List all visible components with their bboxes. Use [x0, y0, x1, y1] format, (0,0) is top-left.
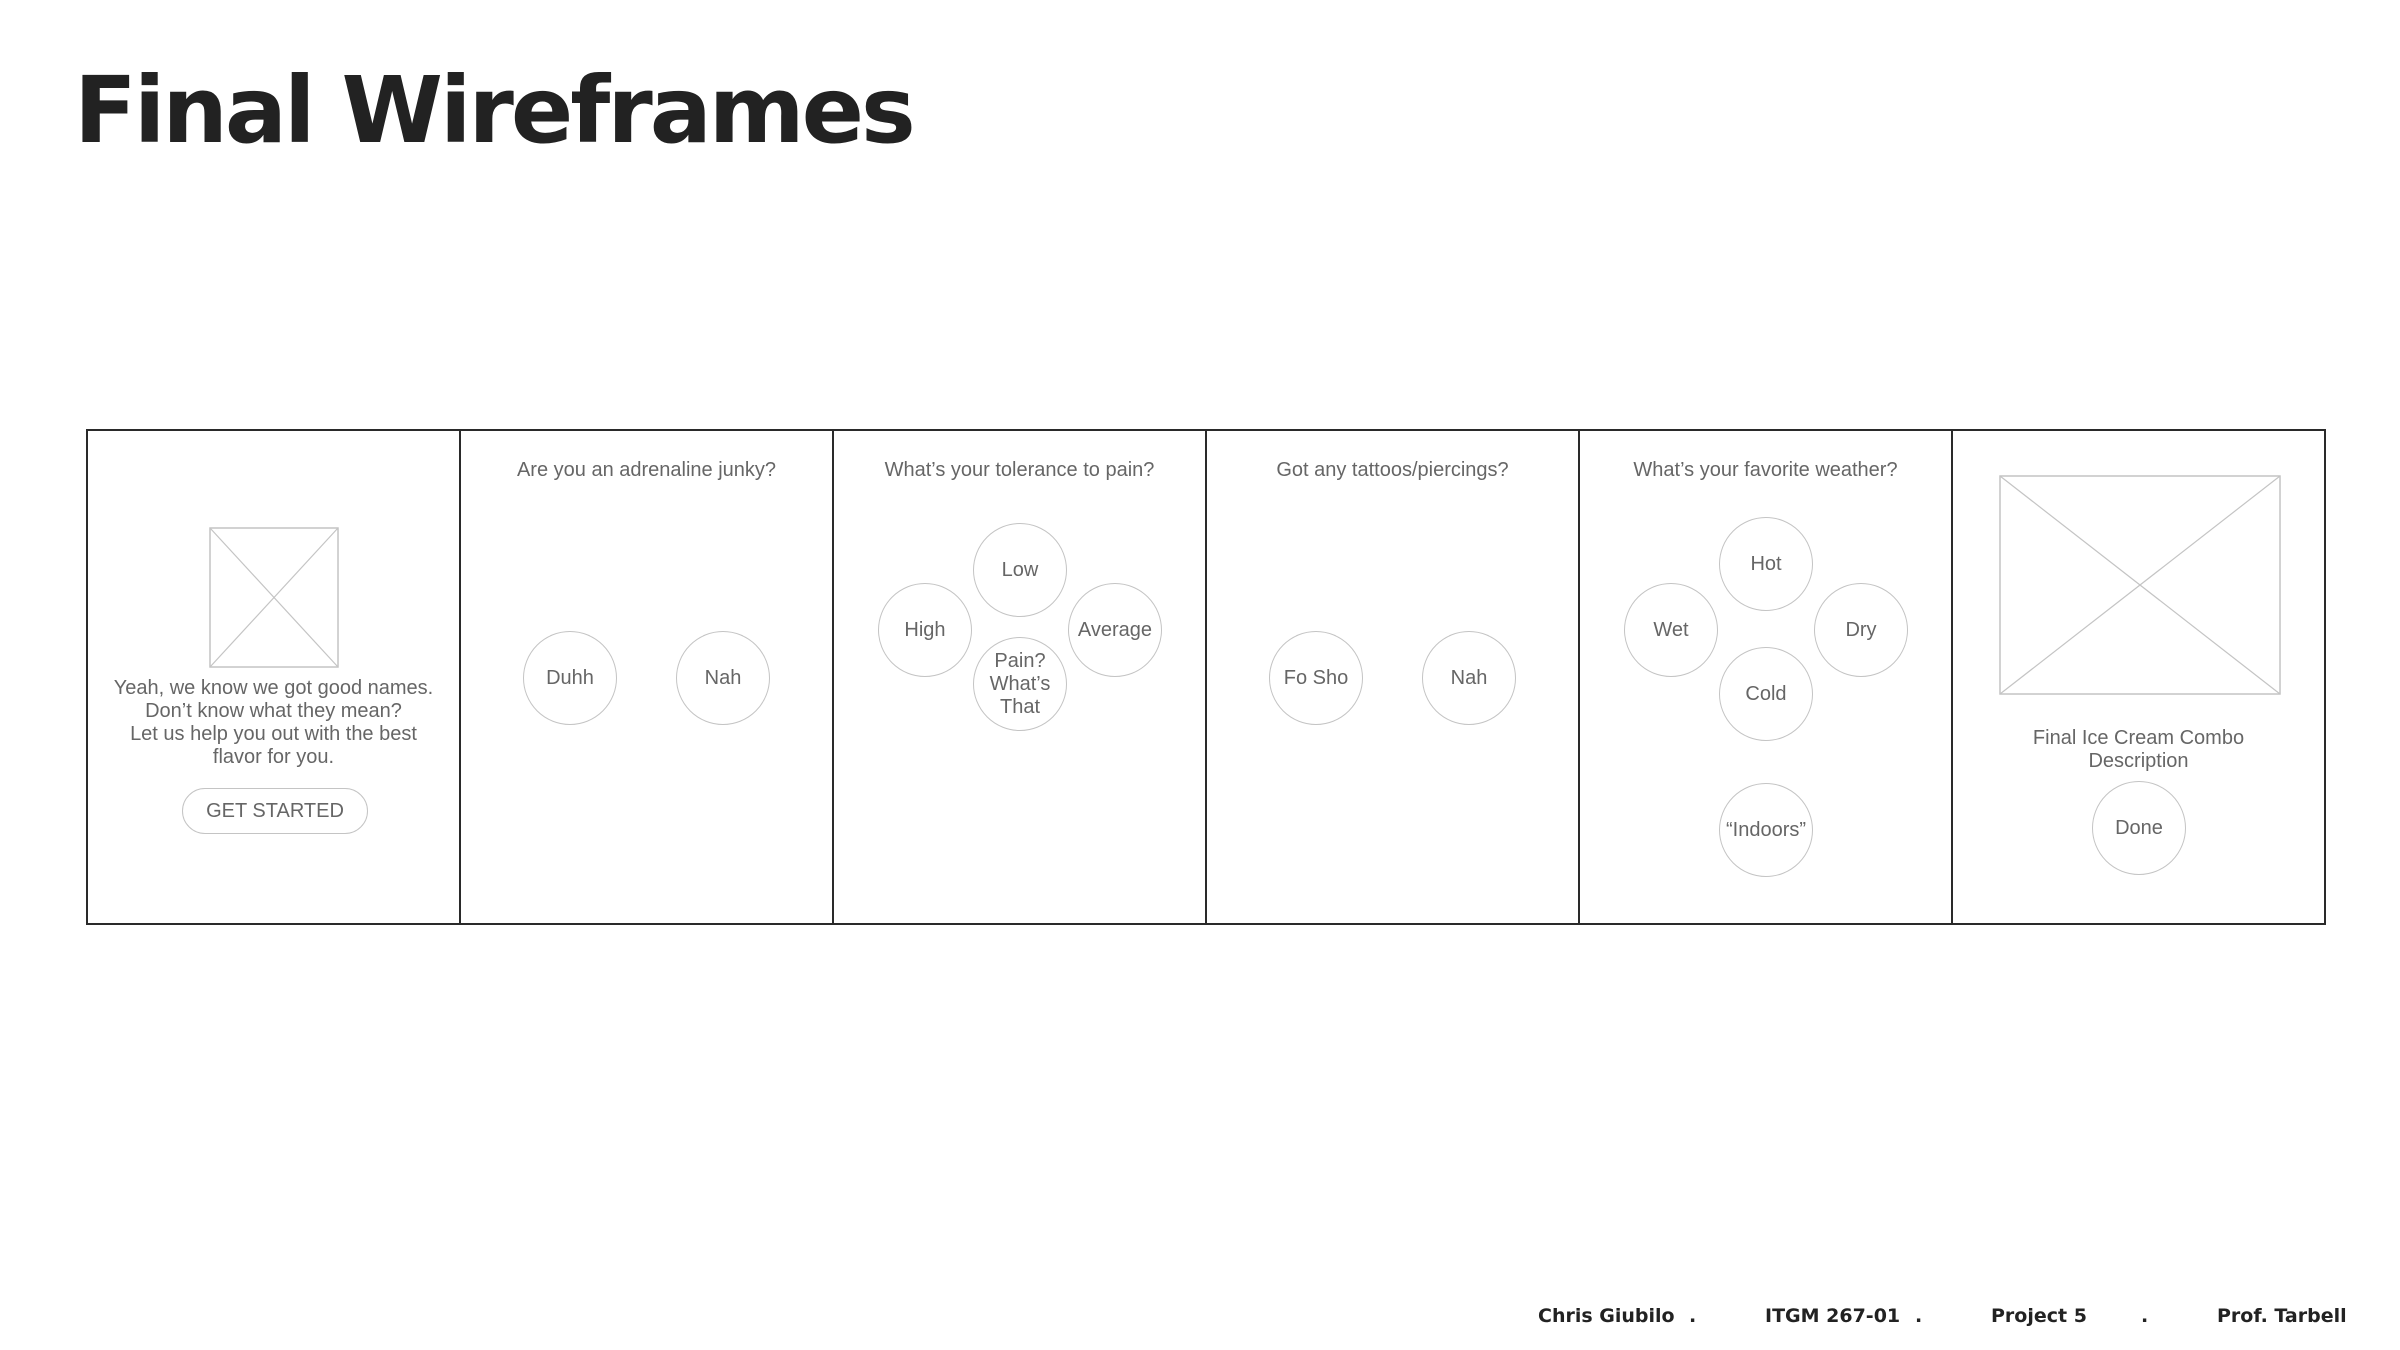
option-duhh-button[interactable]: Duhh: [523, 631, 617, 725]
option-dry-button[interactable]: Dry: [1814, 583, 1908, 677]
footer-professor: Prof. Tarbell: [2217, 1305, 2347, 1327]
option-low-button[interactable]: Low: [973, 523, 1067, 617]
wireframe-strip: Yeah, we know we got good names. Don’t k…: [86, 429, 2326, 925]
result-description: Final Ice Cream Combo Description: [2032, 727, 2245, 772]
footer-author: Chris Giubilo: [1538, 1305, 1675, 1327]
wireframe-adrenaline-question: Are you an adrenaline junky? Duhh Nah: [461, 431, 834, 923]
footer-separator: .: [1915, 1305, 1923, 1327]
option-nah-button[interactable]: Nah: [676, 631, 770, 725]
footer-project: Project 5: [1991, 1305, 2087, 1327]
option-wet-button[interactable]: Wet: [1624, 583, 1718, 677]
wireframe-intro-screen: Yeah, we know we got good names. Don’t k…: [88, 431, 461, 923]
question-label: Got any tattoos/piercings?: [1276, 459, 1509, 481]
image-placeholder-icon: [209, 527, 339, 668]
option-cold-button[interactable]: Cold: [1719, 647, 1813, 741]
footer-separator: .: [1689, 1305, 1697, 1327]
page-title: Final Wireframes: [74, 57, 916, 164]
footer-separator: .: [2141, 1305, 2149, 1327]
option-average-button[interactable]: Average: [1068, 583, 1162, 677]
done-button[interactable]: Done: [2092, 781, 2186, 875]
option-fo-sho-button[interactable]: Fo Sho: [1269, 631, 1363, 725]
wireframe-result-screen: Final Ice Cream Combo Description Done: [1953, 431, 2324, 923]
option-hot-button[interactable]: Hot: [1719, 517, 1813, 611]
footer: Chris Giubilo . ITGM 267-01 . Project 5 …: [0, 1305, 2400, 1335]
question-label: What’s your tolerance to pain?: [884, 459, 1155, 481]
wireframe-weather-question: What’s your favorite weather? Hot Wet Dr…: [1580, 431, 1953, 923]
footer-course: ITGM 267-01: [1765, 1305, 1901, 1327]
get-started-button[interactable]: GET STARTED: [182, 788, 368, 834]
question-label: What’s your favorite weather?: [1633, 459, 1898, 481]
option-nah-button[interactable]: Nah: [1422, 631, 1516, 725]
question-label: Are you an adrenaline junky?: [516, 459, 777, 481]
image-placeholder-icon: [1999, 475, 2281, 695]
option-indoors-button[interactable]: “Indoors”: [1719, 783, 1813, 877]
wireframe-tattoo-question: Got any tattoos/piercings? Fo Sho Nah: [1207, 431, 1580, 923]
option-pain-whats-that-button[interactable]: Pain? What’s That: [973, 637, 1067, 731]
option-high-button[interactable]: High: [878, 583, 972, 677]
wireframe-pain-question: What’s your tolerance to pain? Low High …: [834, 431, 1207, 923]
intro-description: Yeah, we know we got good names. Don’t k…: [113, 677, 434, 768]
